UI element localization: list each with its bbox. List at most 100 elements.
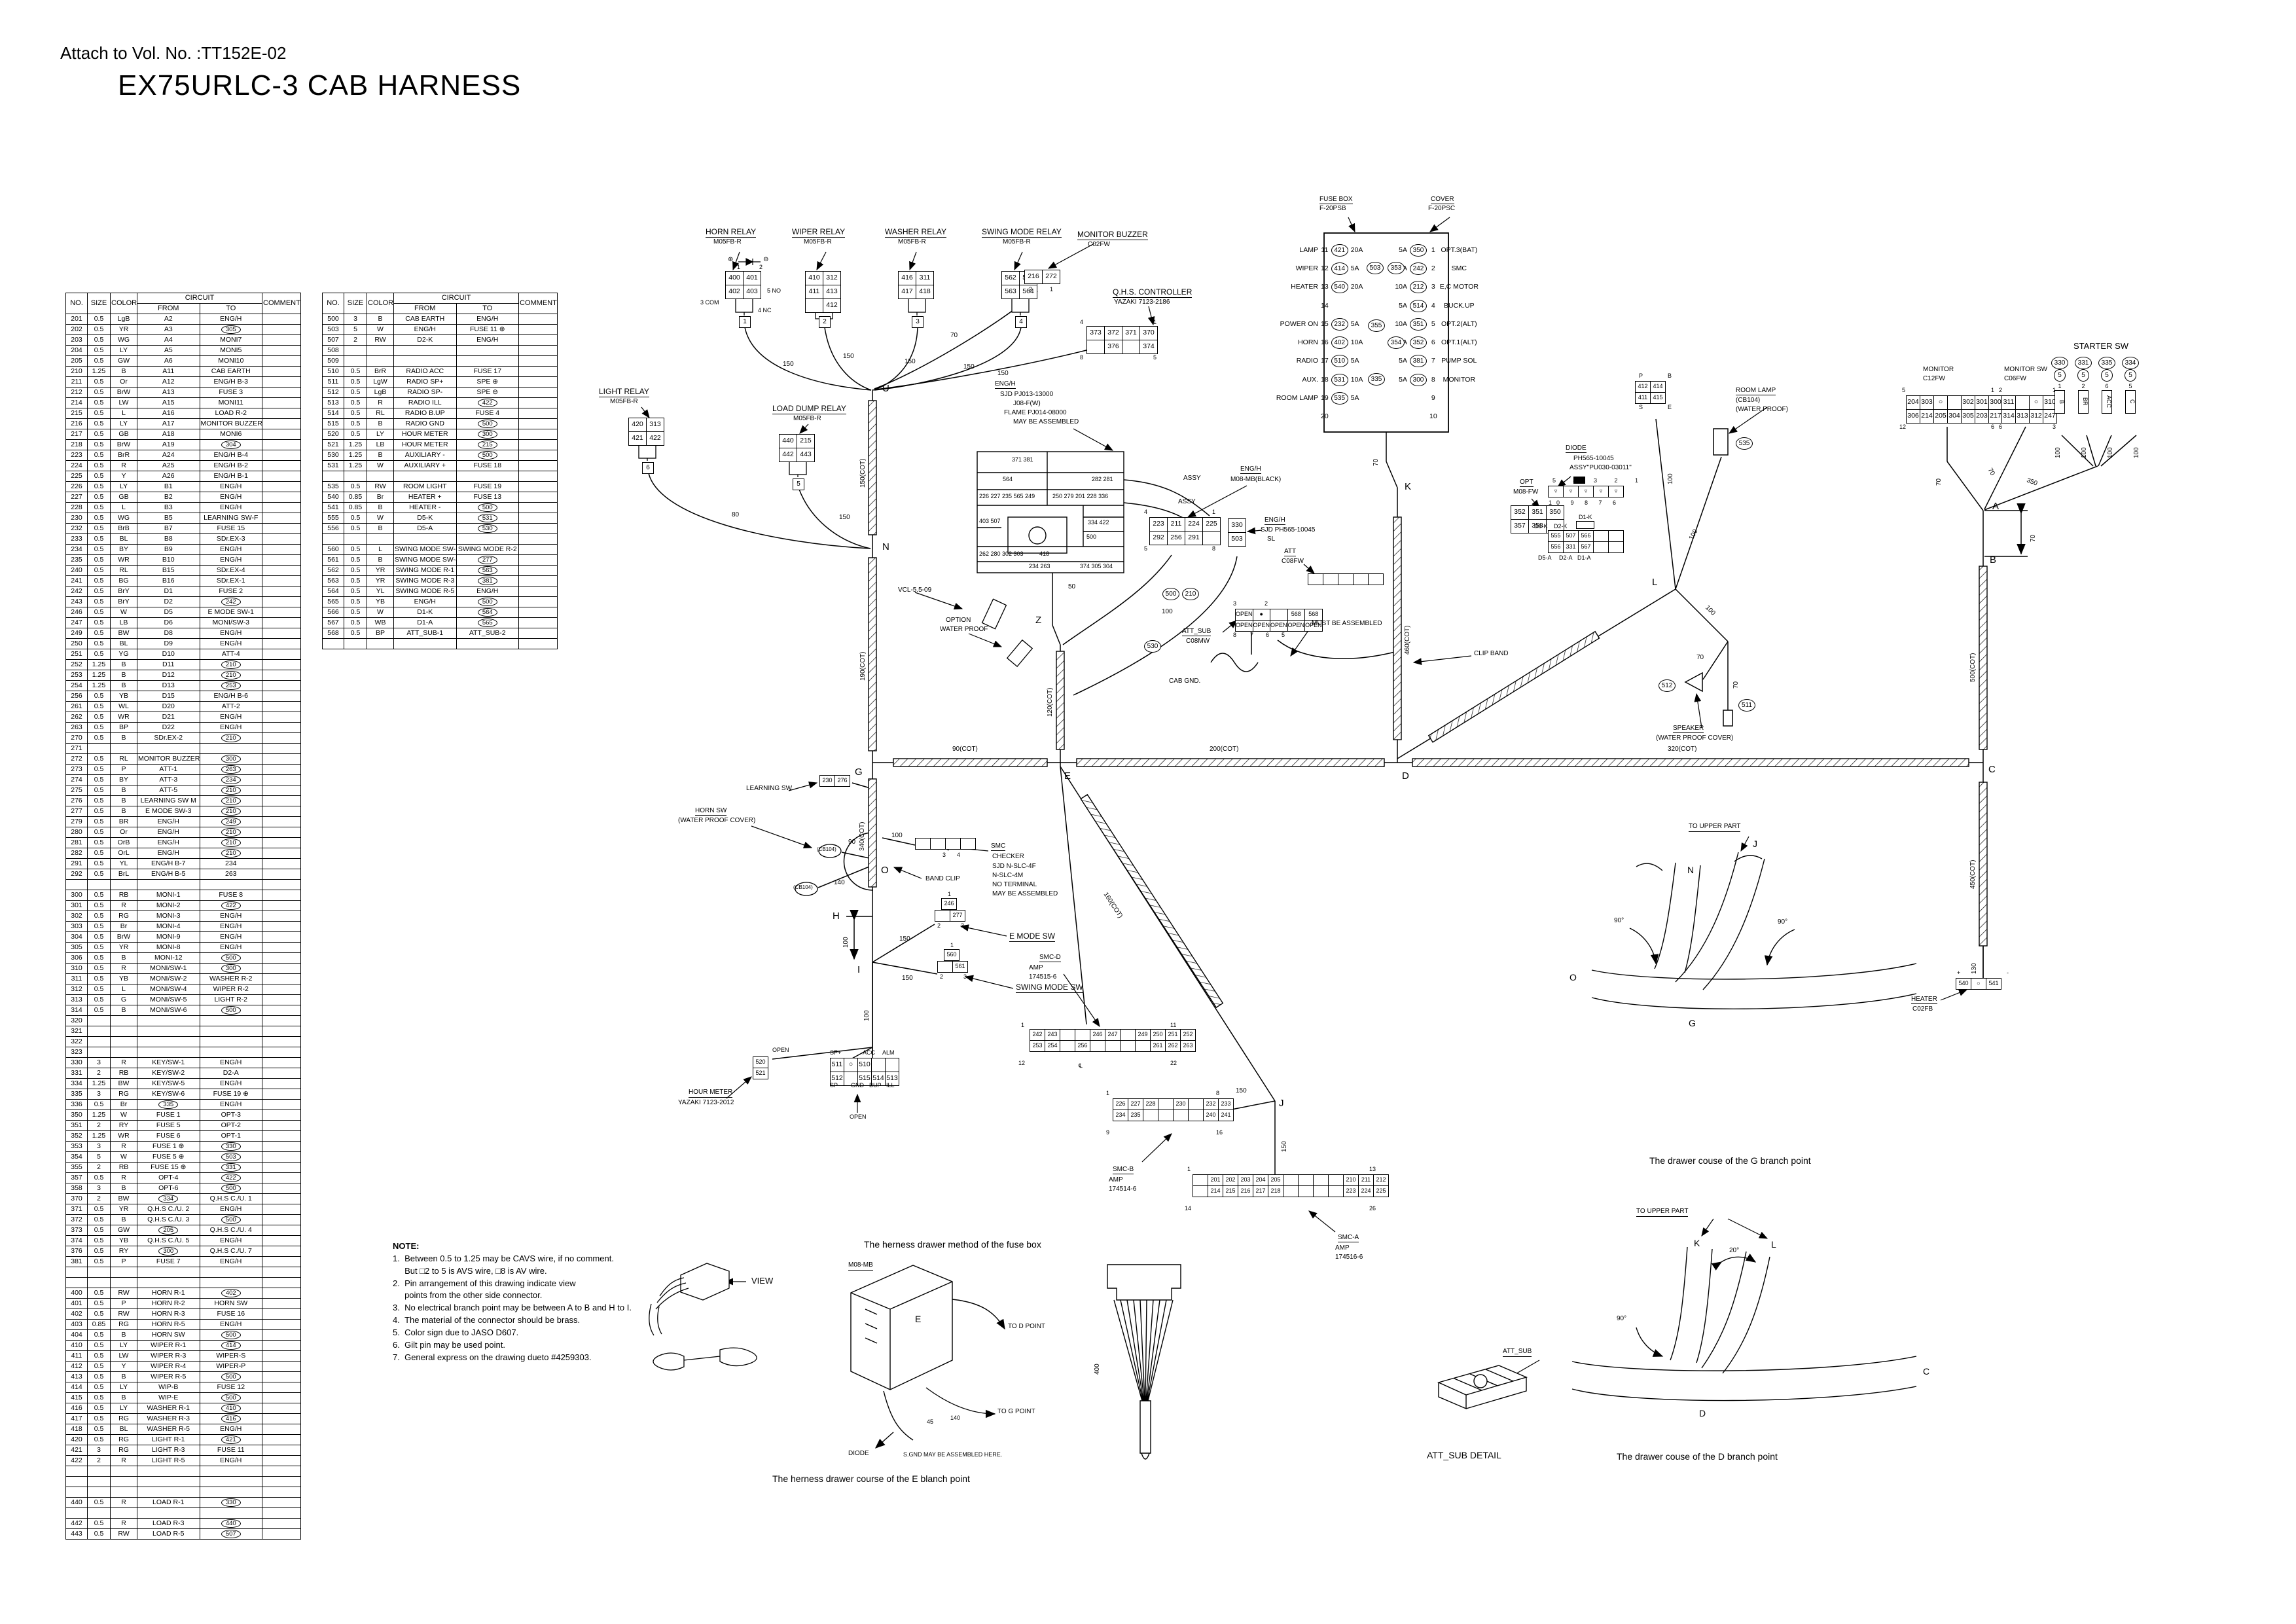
ddrawing-l: L	[1771, 1239, 1776, 1250]
option-waterproof: WATER PROOF	[940, 626, 988, 633]
col-comment: COMMENT	[262, 293, 301, 314]
emode-name: E MODE SW	[1009, 931, 1056, 942]
seg-450cot: 450(COT)	[1969, 859, 1977, 889]
connector-row: 277	[935, 910, 965, 922]
horn-relay-part: M05FB-R	[713, 238, 742, 245]
seg-500cot: 500(COT)	[1969, 653, 1977, 682]
att-sub-l1: ATT_SUB	[1182, 628, 1211, 636]
wire-row	[322, 471, 558, 482]
cab-gnd-label: CAB GND.	[1169, 677, 1201, 685]
col-circuit: CIRCUIT	[393, 293, 519, 304]
starter-amp: 5	[2077, 369, 2089, 382]
monitor-name: MONITOR	[1923, 366, 1954, 373]
edrawing-m08mb: M08-MB	[848, 1261, 873, 1271]
monsw-pin-tl: 2	[1999, 387, 2003, 393]
eng330-label: ENG/H	[1265, 516, 1285, 525]
branch-j: J	[1279, 1098, 1284, 1109]
m08mb-pin-tl: 4	[1144, 509, 1148, 515]
attsub-pin-5: 5	[1282, 632, 1285, 638]
m08mb-l1: ENG/H	[1240, 465, 1261, 474]
smc-l4: N-SLC-4M	[992, 872, 1024, 879]
wire-row: 508	[322, 345, 558, 356]
engh-l1: ENG/H	[995, 380, 1016, 389]
radio-sp-minus: SP-	[830, 1082, 840, 1089]
caption-g-branch: The drawer couse of the G branch point	[1649, 1155, 1811, 1166]
note-num: 2.	[393, 1278, 400, 1288]
opt-l2: M08-FW	[1513, 488, 1539, 496]
seg-320cot: 320(COT)	[1668, 746, 1697, 753]
att-sub-l2: C08MW	[1186, 638, 1210, 645]
diode-assy: ASSY"PU030-03011"	[1570, 464, 1632, 471]
smcb-pin-bl: 9	[1106, 1129, 1110, 1136]
swsw-pin-3: 3	[963, 973, 967, 980]
wire-row	[65, 879, 301, 890]
qhs-pin-br: 5	[1153, 354, 1157, 361]
len: 70	[1696, 654, 1704, 661]
col-size: SIZE	[344, 293, 367, 314]
smcd-centerline: ℄	[1079, 1062, 1083, 1069]
wire-row	[322, 533, 558, 545]
feed-353: 353	[1388, 262, 1405, 274]
smc-checker-label: SMC	[991, 842, 1006, 851]
room-lamp-label: ROOM LAMP	[1736, 387, 1776, 395]
connector-row: 330	[1228, 518, 1246, 533]
smca-l3: 174516-6	[1335, 1254, 1363, 1261]
len: 150	[783, 361, 794, 368]
wmotor-p: P	[1639, 372, 1643, 379]
engh-g11: 234 263	[1029, 563, 1050, 569]
attsub-pin-7: 7	[1250, 632, 1254, 638]
engh-l2: SJD PJ013-13000	[1000, 391, 1054, 398]
col-no: NO.	[322, 293, 344, 314]
len: 70	[1935, 478, 1943, 486]
seg-120cot: 120(COT)	[1047, 687, 1054, 717]
edrawing-e: E	[915, 1314, 922, 1324]
feed-503: 503	[1367, 262, 1384, 274]
fuse-row: 20	[1321, 412, 1329, 421]
branch-g: G	[855, 767, 863, 778]
att-sub-label: ATT_SUB	[1182, 628, 1211, 636]
assy-label-2: ASSY	[1178, 498, 1196, 505]
to-upper-part-2: TO UPPER PART	[1636, 1208, 1689, 1217]
starter-pin-2: 2	[2081, 383, 2085, 389]
len: 100	[2054, 447, 2062, 458]
ref-512: 512	[1659, 679, 1676, 692]
starter-term-acc: ACC	[2102, 389, 2112, 414]
